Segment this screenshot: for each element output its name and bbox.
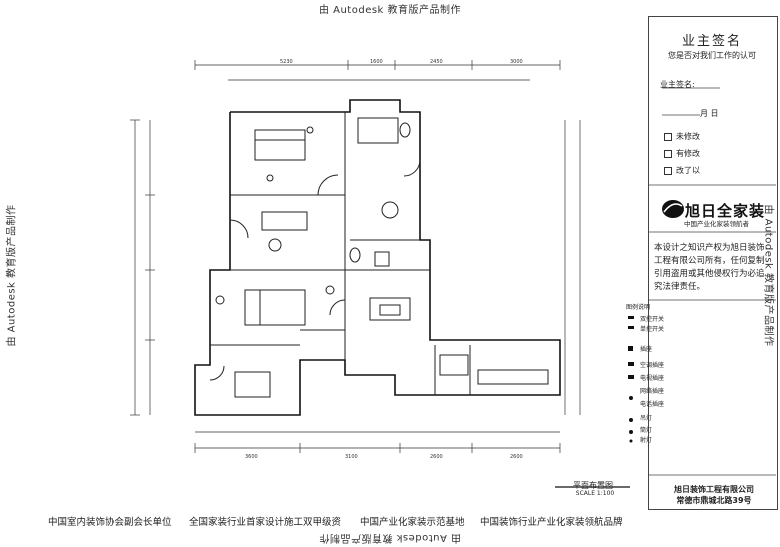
svg-text:3100: 3100 (345, 454, 358, 460)
checkbox-icon (664, 132, 672, 141)
plan-scale: SCALE 1:100 (575, 490, 615, 497)
legend-item: 筒灯 (640, 427, 653, 434)
footer-item: 中国室内装饰协会副会长单位 (48, 517, 172, 528)
legend-item: 电视插座 (640, 375, 665, 382)
company-address: 常德市鼎城北路39号 (676, 496, 752, 505)
footer-item: 全国家装行业首家设计施工双甲级资 (189, 517, 342, 528)
legend-item: 射灯 (640, 437, 653, 444)
legend-item: 吊灯 (640, 415, 653, 422)
check-item-unchanged: 未修改 (664, 131, 700, 142)
owner-signature-title: 业主签名 (681, 34, 742, 49)
svg-text:2600: 2600 (510, 454, 523, 460)
check-item-other: 改了以 (664, 165, 700, 176)
company-logo-emblem (662, 200, 684, 218)
footer-item: 中国装饰行业产业化家装领航品牌 (480, 517, 623, 528)
svg-text:1600: 1600 (370, 59, 383, 65)
legend-item: 空调插座 (640, 362, 665, 369)
checkbox-icon (664, 166, 672, 175)
company-name: 旭日装饰工程有限公司 (674, 485, 754, 494)
signature-label: 业主签名: (660, 80, 695, 89)
date-label: 月 日 (700, 109, 719, 118)
legend-title: 图例说明 (626, 304, 651, 311)
title-block-panel (648, 16, 778, 510)
legend-item: 插座 (640, 346, 653, 353)
svg-text:5230: 5230 (280, 59, 293, 65)
svg-text:2600: 2600 (430, 454, 443, 460)
footer-item: 中国产业化家装示范基地 (360, 517, 465, 528)
svg-text:2450: 2450 (430, 59, 443, 65)
legend-item: 网络插座 (640, 388, 665, 395)
legend: 图例说明 双控开关 单控开关 插座 空调插座 电视插座 网络插座 电话插座 吊灯… (626, 304, 696, 445)
legend-item: 电话插座 (640, 401, 665, 408)
legend-item: 双控开关 (640, 316, 665, 323)
check-item-changed: 有修改 (664, 148, 700, 159)
svg-text:3600: 3600 (245, 454, 258, 460)
watermark-top: 由 Autodesk 教育版产品制作 (318, 5, 462, 16)
owner-signature-subtitle: 您是否对我们工作的认可 (668, 51, 756, 60)
copyright-notice: 本设计之知识产权为旭日装饰工程有限公司所有，任何复制引用盗用或其他侵权行为必追究… (654, 243, 765, 292)
checkbox-icon (664, 149, 672, 158)
company-logo-tagline: 中国产业化家装领航者 (684, 220, 749, 228)
svg-text:3000: 3000 (510, 59, 523, 65)
company-logo-text: 旭日全家装 (685, 202, 766, 220)
plan-title: 平面布置图 (573, 481, 613, 490)
legend-item: 单控开关 (640, 326, 665, 333)
